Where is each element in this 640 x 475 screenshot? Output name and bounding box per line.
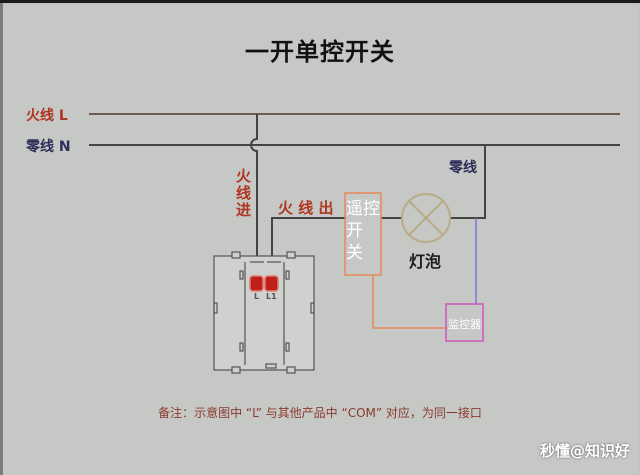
page-title: 一开单控开关 [245,38,395,66]
control-wire [372,275,446,329]
diagram-panel [3,5,637,475]
live-in-label: 火线进 [234,168,252,219]
live-wire-label: 火线 L [26,108,68,124]
bulb-neutral-wire [450,145,486,219]
bulb-label: 灯泡 [409,252,442,271]
terminal-l [249,275,264,292]
remote-switch-line-1: 遥控 [346,199,380,219]
wall-switch-icon [213,251,315,374]
remote-switch-line-3: 关 [346,243,363,263]
live-in-wire [250,114,258,275]
remote-switch-label: 遥控 开 关 [346,198,380,264]
watermark: 秒懂@知识好 [539,442,630,460]
footnote: 备注：示意图中 “L” 与其他产品中 “COM” 对应，为同一接口 [158,406,482,420]
terminal-l-label: L [254,292,260,301]
terminal-l1 [264,275,279,292]
top-border [0,0,640,3]
remote-switch-line-2: 开 [346,221,363,241]
neutral-branch-label: 零线 [449,160,477,176]
monitor-label: 监控器 [448,318,481,331]
remote-switch-box [344,192,382,276]
left-border [0,3,3,475]
terminal-l1-label: L1 [266,292,277,301]
live-out-label: 火 线 出 [278,199,334,217]
bulb-icon [401,193,451,243]
neutral-wire-label: 零线 N [26,139,71,155]
monitor-box [445,303,484,342]
